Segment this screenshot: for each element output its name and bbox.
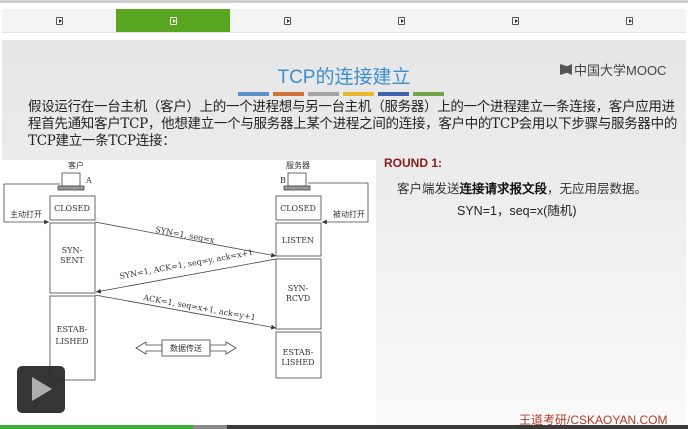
state-lished: LISHED bbox=[55, 337, 88, 346]
passive-open-label: 被动打开 bbox=[333, 209, 365, 219]
client-syn-sent-box bbox=[49, 222, 96, 294]
data-right-arrow bbox=[209, 341, 237, 355]
desc-suffix: ，无应用层数据。 bbox=[547, 181, 648, 196]
state-syn: SYN- bbox=[62, 246, 83, 255]
client-label: 客户 bbox=[68, 160, 84, 170]
ack-message-label: ACK=1, seq=x+1, ack=y+1 bbox=[142, 293, 257, 322]
desc-prefix: 客户端发送 bbox=[397, 181, 460, 196]
slide-title: TCP的连接建立 bbox=[277, 67, 411, 88]
round-title: ROUND 1: bbox=[384, 156, 443, 170]
client-closed-box bbox=[49, 195, 96, 221]
title-color-bar bbox=[273, 92, 304, 96]
intro-paragraph: 假设运行在一台主机（客户）上的一个进程想与另一台主机（服务器）上的一个进程建立一… bbox=[28, 99, 678, 149]
client-tag: A bbox=[85, 176, 92, 185]
mooc-logo-text: 中国大学MOOC bbox=[574, 63, 667, 78]
state-listen: LISTEN bbox=[282, 236, 314, 245]
title-color-bar bbox=[378, 92, 409, 96]
client-computer-icon bbox=[61, 172, 81, 187]
client-established-box bbox=[49, 295, 96, 381]
title-color-bars bbox=[238, 92, 444, 96]
tab-segment-1[interactable] bbox=[2, 9, 116, 32]
state-estab: ESTAB- bbox=[283, 348, 314, 357]
play-icon bbox=[397, 16, 405, 25]
state-closed: CLOSED bbox=[54, 204, 90, 213]
tab-segment-6[interactable] bbox=[572, 9, 686, 32]
mooc-logo: 中国大学MOOC bbox=[560, 60, 666, 79]
progress-played bbox=[0, 425, 193, 429]
data-transfer-label: 数据传送 bbox=[170, 343, 202, 353]
syn-ack-message-label: SYN=1, ACK=1, seq=y, ack=x+1 bbox=[119, 248, 254, 281]
play-icon bbox=[511, 16, 519, 25]
title-color-bar bbox=[238, 92, 269, 96]
mooc-logo-icon bbox=[560, 64, 572, 75]
state-estab: ESTAB- bbox=[57, 325, 88, 334]
play-icon bbox=[55, 16, 63, 25]
title-color-bar bbox=[308, 92, 339, 96]
progress-bar[interactable] bbox=[0, 425, 688, 429]
active-open-arrow bbox=[3, 183, 60, 225]
server-syn-rcvd-box bbox=[275, 258, 322, 330]
passive-open-arrow bbox=[308, 182, 369, 225]
state-syn: SYN- bbox=[288, 284, 309, 293]
play-icon bbox=[169, 16, 177, 25]
server-label: 服务器 bbox=[286, 160, 310, 170]
data-left-arrow bbox=[135, 341, 163, 355]
server-tag: B bbox=[280, 176, 286, 185]
segment-tabs bbox=[2, 9, 686, 33]
state-rcvd: RCVD bbox=[286, 294, 310, 303]
active-open-label: 主动打开 bbox=[10, 209, 42, 219]
title-color-bar bbox=[343, 92, 374, 96]
tab-segment-5[interactable] bbox=[458, 9, 572, 32]
play-icon bbox=[283, 16, 291, 25]
ack-arrow bbox=[94, 294, 277, 330]
server-listen-box bbox=[275, 222, 322, 257]
footer-watermark: 王道考研/CSKAOYAN.COM bbox=[519, 413, 668, 427]
state-sent: SENT bbox=[60, 256, 84, 265]
syn-arrow bbox=[94, 221, 277, 258]
state-lished: LISHED bbox=[281, 358, 314, 367]
server-computer-icon bbox=[287, 172, 307, 187]
state-closed: CLOSED bbox=[280, 204, 316, 213]
syn-message-label: SYN=1, seq=x bbox=[155, 225, 216, 245]
tab-segment-2[interactable] bbox=[116, 9, 230, 32]
server-established-box bbox=[275, 331, 322, 379]
syn-line: SYN=1，seq=x(随机) bbox=[457, 204, 577, 218]
data-transfer-box bbox=[161, 339, 211, 357]
title-color-bar bbox=[413, 92, 444, 96]
desc-bold: 连接请求报文段 bbox=[459, 181, 548, 196]
play-button[interactable] bbox=[17, 366, 65, 413]
tab-segment-3[interactable] bbox=[230, 9, 344, 32]
syn-ack-arrow bbox=[95, 258, 277, 294]
play-icon bbox=[625, 16, 633, 25]
round-description: 客户端发送连接请求报文段，无应用层数据。 bbox=[397, 178, 647, 197]
server-closed-box bbox=[275, 195, 322, 221]
tab-segment-4[interactable] bbox=[344, 9, 458, 32]
top-border bbox=[0, 0, 688, 3]
